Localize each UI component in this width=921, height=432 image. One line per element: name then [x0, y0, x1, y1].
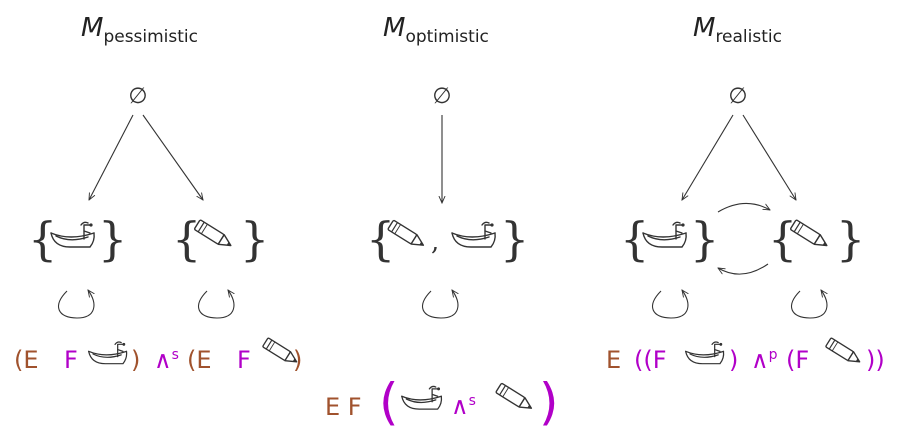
boat-icon: [451, 221, 496, 248]
svg-text:}: }: [690, 212, 719, 266]
self-loop-boat: [58, 290, 94, 319]
edge-pencil-to-boat: [718, 263, 769, 275]
state-pencil: { }: [768, 212, 865, 266]
formula-optimistic: E F ( ∧s ): [325, 373, 559, 431]
model-title: Mrealistic: [693, 13, 782, 47]
edge-root-to-pencil: [742, 114, 796, 200]
conjunction-symbol: ∧s: [451, 392, 476, 420]
svg-text:}: }: [240, 212, 269, 266]
svg-text:)): )): [866, 346, 885, 374]
empty-set-node: ∅: [432, 84, 451, 109]
svg-text:): ): [729, 346, 738, 374]
pencil-icon: [494, 382, 536, 414]
svg-text:(: (: [379, 373, 399, 431]
svg-text:{: {: [366, 212, 395, 266]
operator-f: F: [64, 346, 78, 374]
state-boat: { }: [620, 212, 719, 266]
empty-set-node: ∅: [128, 84, 147, 109]
model-optimistic: Moptimistic ∅ { , } E F ( ∧s ): [325, 13, 559, 431]
quantifier-ef: E F: [325, 393, 362, 421]
formula-realistic: E ((F ) ∧p (F )): [606, 337, 885, 374]
conjunction-symbol: ∧s: [154, 346, 179, 374]
svg-text:{: {: [28, 212, 57, 266]
svg-text:{: {: [172, 212, 201, 266]
formula-pessimistic: (E F ) ∧s (E F ): [14, 337, 302, 374]
self-loop-state: [422, 290, 458, 319]
state-boat: { }: [28, 212, 127, 266]
boat-icon: [684, 341, 725, 365]
boat-icon: [87, 341, 128, 365]
edge-boat-to-pencil: [717, 202, 770, 213]
svg-text:}: }: [98, 212, 127, 266]
edge-root-to-boat: [682, 114, 734, 200]
edge-root-to-pencil: [142, 114, 203, 200]
svg-text:): ): [539, 373, 559, 431]
model-title: Mpessimistic: [81, 13, 198, 47]
operator-open: (F: [786, 346, 809, 374]
self-loop-pencil: [791, 290, 827, 319]
svg-text:}: }: [836, 212, 865, 266]
svg-text:}: }: [500, 212, 529, 266]
empty-set-node: ∅: [728, 84, 747, 109]
boat-icon: [401, 385, 443, 410]
svg-text:): ): [131, 346, 140, 374]
quantifier-e: (E: [187, 346, 212, 374]
quantifier-e: (E: [14, 346, 39, 374]
operator-f: F: [237, 346, 251, 374]
state-pencil: { }: [172, 212, 269, 266]
model-title: Moptimistic: [383, 13, 489, 47]
pencil-icon: [824, 337, 864, 367]
model-realistic: Mrealistic ∅ { } { } E ((F ) ∧p (F )): [606, 13, 885, 374]
self-loop-pencil: [198, 290, 234, 319]
state-pencil-boat: { , }: [366, 212, 529, 266]
operator-open: ((F: [634, 346, 667, 374]
quantifier-e: E: [606, 346, 621, 374]
edge-root-to-boat: [89, 114, 134, 200]
self-loop-boat: [652, 290, 688, 319]
conjunction-symbol: ∧p: [751, 346, 778, 374]
svg-text:{: {: [620, 212, 649, 266]
boat-icon: [50, 221, 95, 248]
model-pessimistic: Mpessimistic ∅ { } { } (E F ) ∧s (E F ): [14, 13, 302, 374]
boat-icon: [642, 221, 687, 248]
svg-text:{: {: [768, 212, 797, 266]
svg-text:,: ,: [431, 227, 439, 257]
svg-text:): ): [293, 346, 302, 374]
